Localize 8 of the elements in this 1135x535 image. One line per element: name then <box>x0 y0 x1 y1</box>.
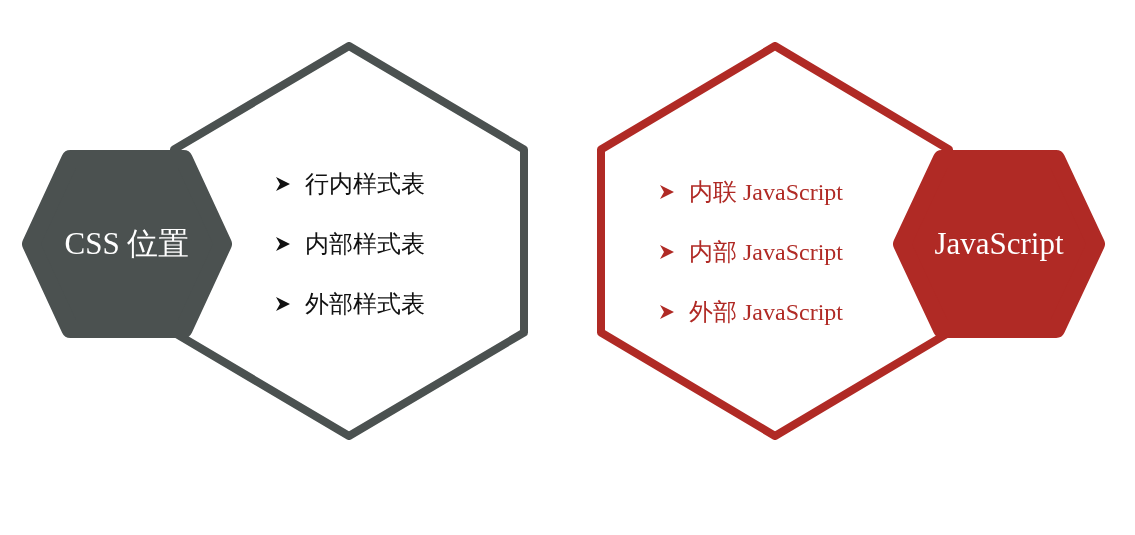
list-item: 内部样式表 <box>305 230 425 259</box>
list-item: 内部 JavaScript <box>689 238 843 267</box>
list-item: 外部 JavaScript <box>689 298 843 327</box>
hexagon-label: CSS 位置 <box>64 225 190 263</box>
list-item: 外部样式表 <box>305 290 425 319</box>
hexagon-label: JavaScript <box>934 226 1064 262</box>
list-item: 内联 JavaScript <box>689 178 843 207</box>
list-item: 行内样式表 <box>305 170 425 199</box>
